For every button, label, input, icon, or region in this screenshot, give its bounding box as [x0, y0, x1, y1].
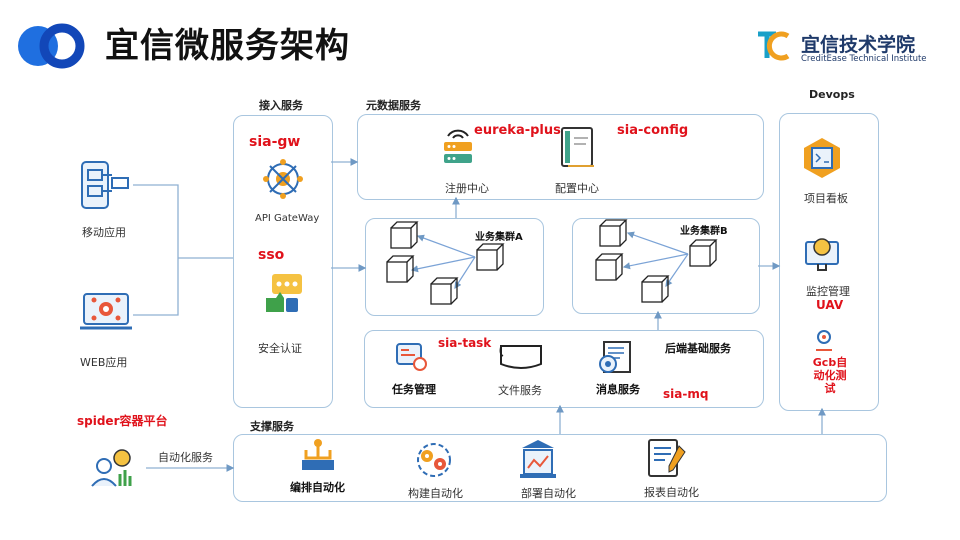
cube-node-icon [595, 253, 624, 281]
cluster-b-label: 业务集群B [680, 226, 728, 237]
task-management-label: 任务管理 [392, 383, 436, 396]
registry-icon [440, 124, 476, 168]
support-item-report: 报表自动化 [644, 486, 699, 499]
web-app-label: WEB应用 [80, 356, 128, 369]
brand-subtitle: CreditEase Technical Institute [801, 54, 927, 64]
monitor-label: 监控管理 [806, 285, 850, 298]
spider-platform-tag: spider容器平台 [77, 414, 168, 428]
project-board-icon [800, 136, 844, 180]
registry-label: 注册中心 [445, 182, 489, 195]
backend-section-title: 后端基础服务 [665, 342, 731, 355]
metadata-section-title: 元数据服务 [366, 99, 421, 112]
deploy-automation-icon [518, 438, 558, 480]
support-item-deploy: 部署自动化 [521, 487, 576, 500]
monitor-icon [804, 234, 840, 274]
config-center-icon [560, 126, 596, 168]
sia-gw-tag: sia-gw [249, 134, 301, 150]
task-management-icon [395, 342, 429, 372]
cube-node-icon [641, 275, 670, 303]
metadata-panel [357, 114, 764, 200]
config-center-label: 配置中心 [555, 182, 599, 195]
cube-node-icon [689, 239, 718, 267]
sia-mq-tag: sia-mq [663, 387, 709, 401]
devops-section-title: Devops [809, 88, 855, 101]
uav-tag: UAV [816, 298, 844, 312]
cube-node-icon [476, 243, 505, 271]
project-board-label: 项目看板 [804, 192, 848, 205]
auto-service-label: 自动化服务 [158, 451, 213, 464]
logo-mark [10, 18, 88, 74]
sso-tag: sso [258, 247, 285, 263]
sia-config-tag: sia-config [617, 123, 689, 138]
cluster-b-nodes [595, 219, 718, 303]
message-service-label: 消息服务 [596, 383, 640, 396]
support-item-build: 构建自动化 [408, 487, 463, 500]
mobile-app-label: 移动应用 [82, 226, 126, 239]
cube-node-icon [386, 255, 415, 283]
support-panel [233, 434, 887, 502]
cube-node-icon [430, 277, 459, 305]
cube-node-icon [390, 221, 419, 249]
security-auth-icon [262, 272, 304, 314]
api-gateway-label: API GateWay [255, 213, 320, 224]
access-section-title: 接入服务 [259, 99, 303, 112]
page-title: 宜信微服务架构 [105, 26, 350, 66]
cluster-a-nodes [386, 221, 505, 305]
file-service-label: 文件服务 [498, 384, 542, 397]
support-section-title: 支撑服务 [250, 420, 294, 433]
orchestration-icon [298, 438, 338, 474]
sia-task-tag: sia-task [438, 336, 492, 350]
brand-name: 宜信技术学院 [801, 34, 916, 56]
mobile-app-icon [80, 160, 132, 210]
spider-platform-icon [90, 446, 136, 488]
gcb-auto-test-tag: Gcb自动化测试 [812, 356, 848, 395]
eureka-plus-tag: eureka-plus [474, 123, 561, 138]
auto-test-icon [812, 328, 836, 352]
build-automation-icon [413, 440, 455, 480]
api-gateway-icon [262, 158, 304, 200]
cluster-a-label: 业务集群A [475, 232, 523, 243]
backend-panel [364, 330, 764, 408]
file-service-icon [497, 342, 545, 372]
support-item-orchestration: 编排自动化 [290, 481, 345, 494]
report-automation-icon [645, 438, 687, 478]
web-app-icon [80, 288, 132, 334]
message-service-icon [596, 340, 636, 376]
cube-node-icon [599, 219, 628, 247]
brand-logo-icon [756, 30, 792, 62]
security-auth-label: 安全认证 [258, 342, 302, 355]
